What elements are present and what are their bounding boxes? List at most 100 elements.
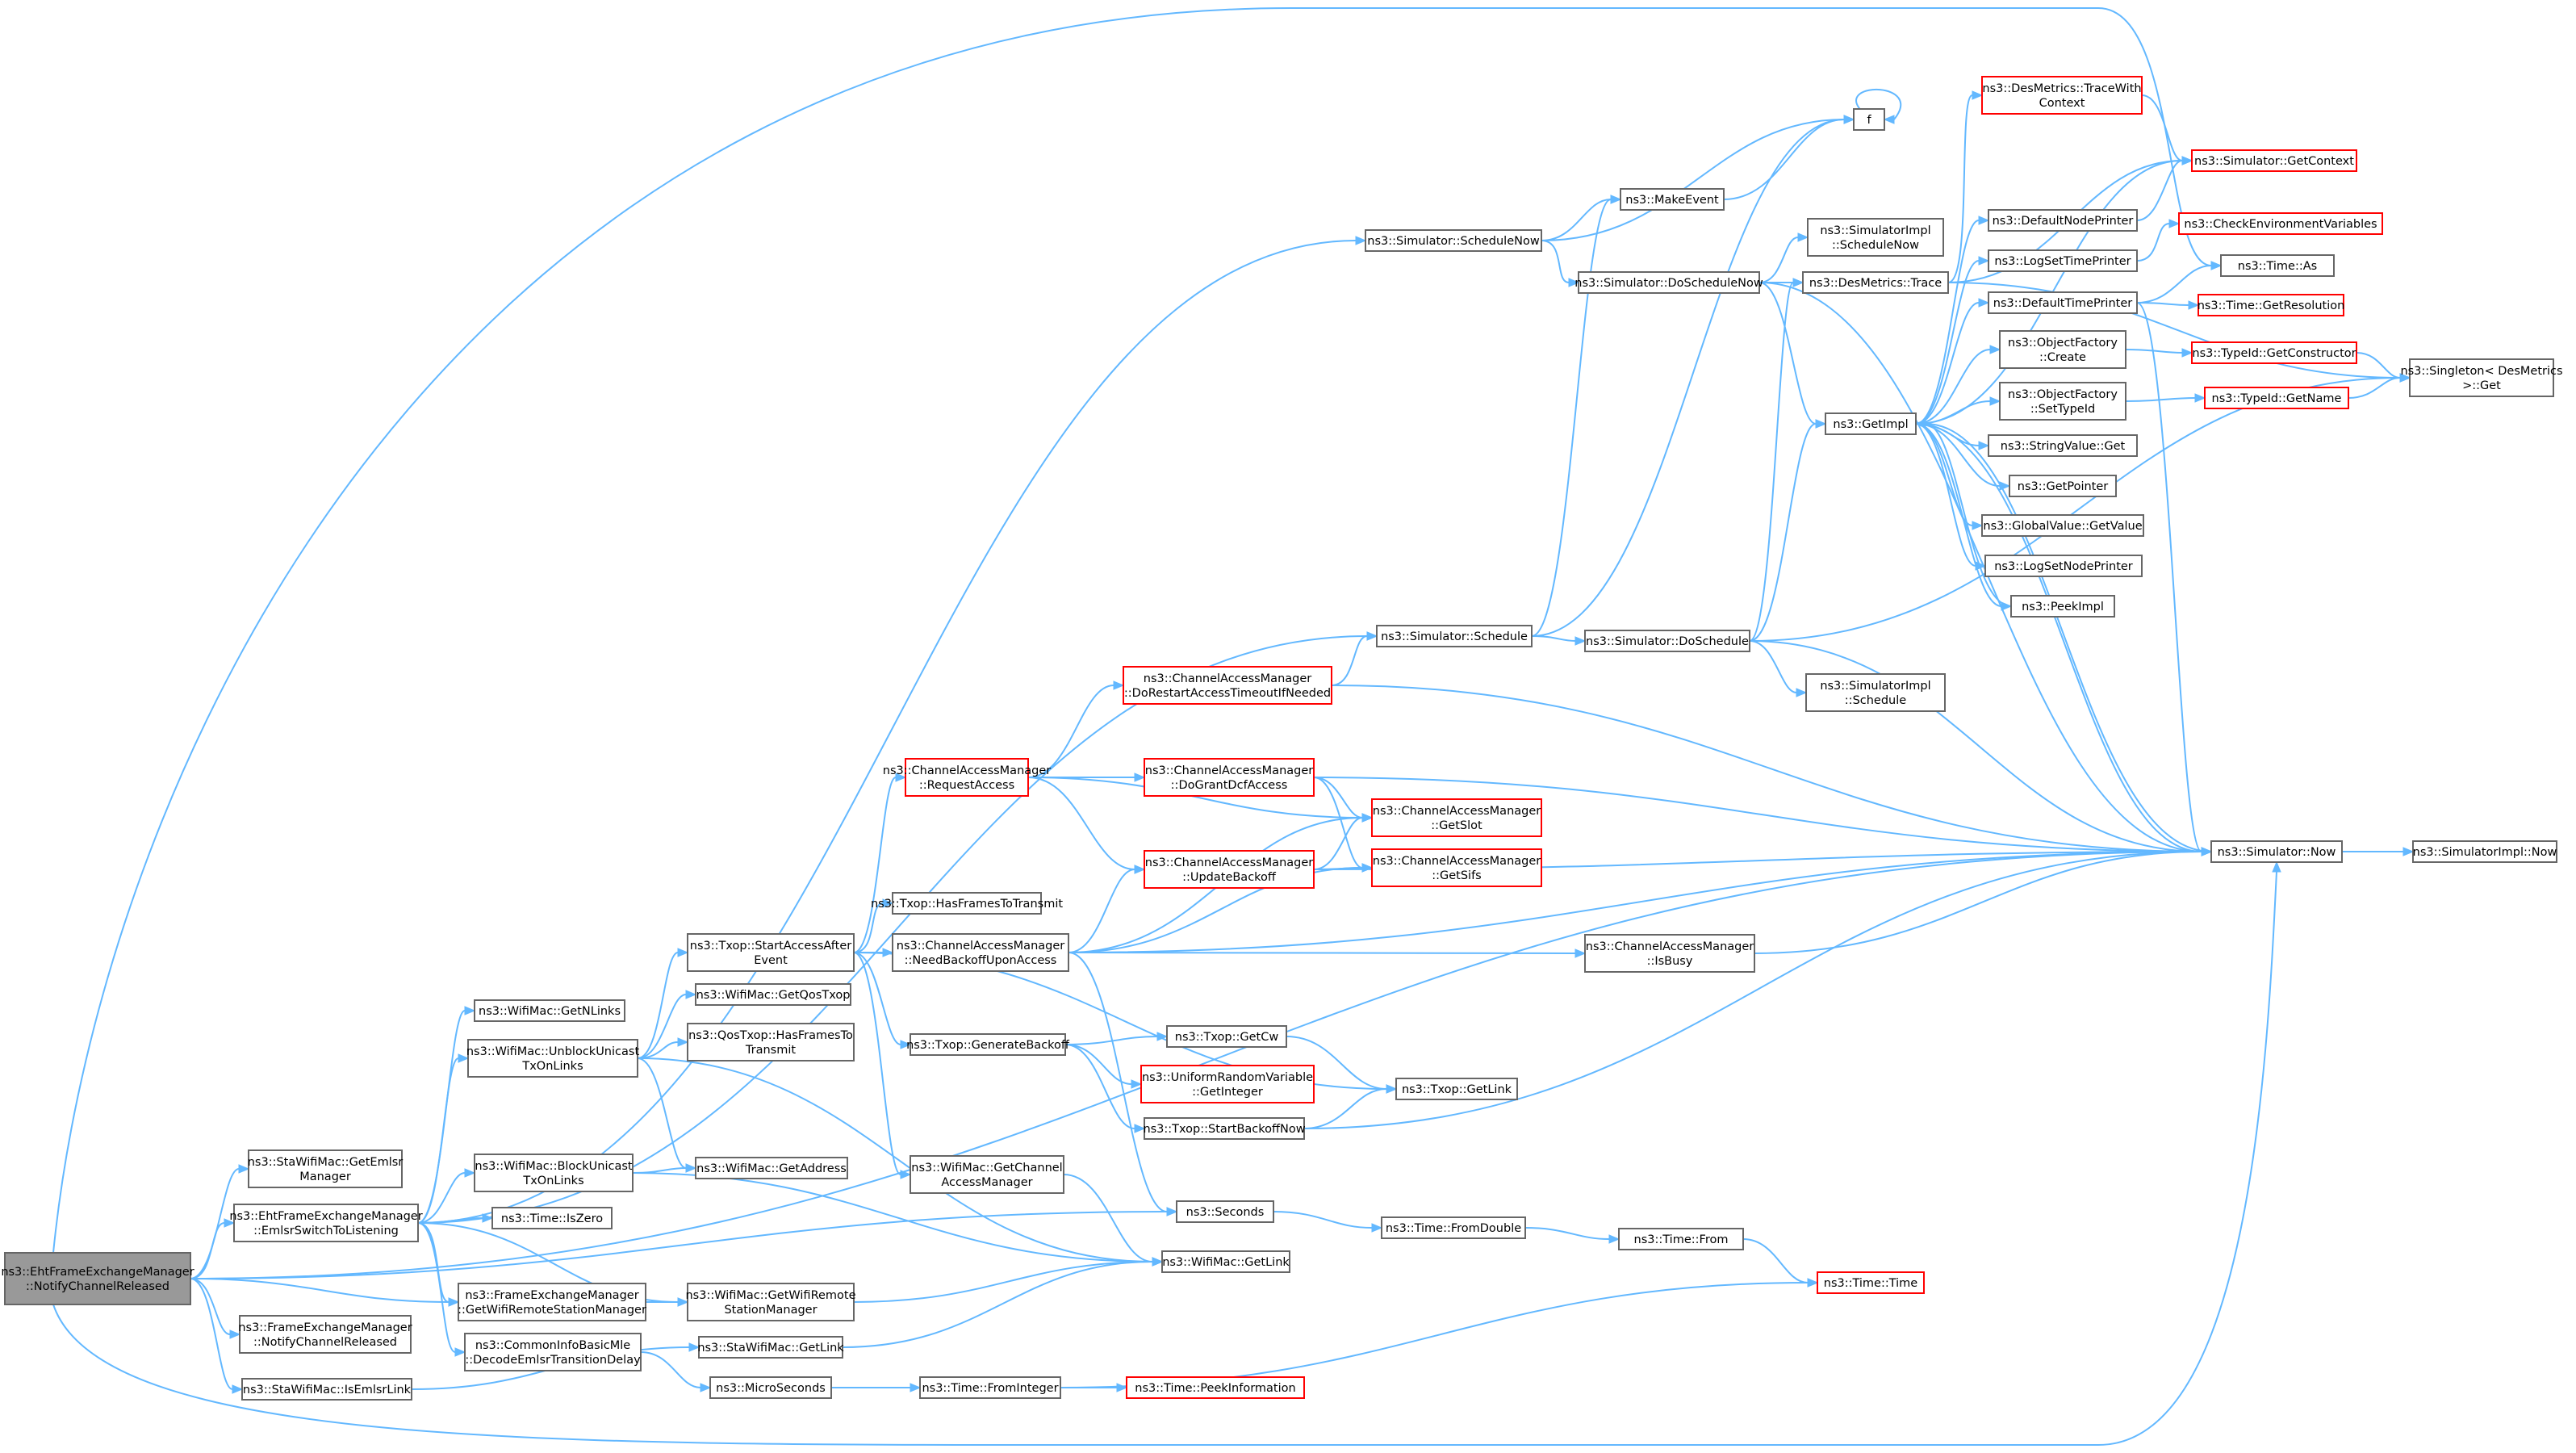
node-getNLinks[interactable]: ns3::WifiMac::GetNLinks: [474, 999, 625, 1022]
node-macGetRsm[interactable]: ns3::WifiMac::GetWifiRemoteStationManage…: [685, 1283, 856, 1321]
edge-line: [2136, 265, 2212, 304]
node-getCw[interactable]: ns3::Txop::GetCw: [1166, 1025, 1287, 1048]
node-checkEnv[interactable]: ns3::CheckEnvironmentVariables: [2178, 212, 2383, 235]
edge-scheduleNow-to-doScheduleNow: [1541, 240, 1580, 287]
node-typeGetName[interactable]: ns3::TypeId::GetName: [2204, 387, 2349, 409]
node-schedule[interactable]: ns3::Simulator::Schedule: [1376, 625, 1533, 647]
node-txopHasFrames[interactable]: ns3::Txop::HasFramesToTransmit: [871, 892, 1063, 915]
node-doRestart[interactable]: ns3::ChannelAccessManager::DoRestartAcce…: [1123, 666, 1332, 705]
node-getImpl[interactable]: ns3::GetImpl: [1825, 412, 1917, 435]
node-ofCreate[interactable]: ns3::ObjectFactory::Create: [1999, 330, 2126, 369]
edge-arrowhead: [1131, 1079, 1143, 1089]
node-fromInteger[interactable]: ns3::Time::FromInteger: [919, 1376, 1061, 1399]
node-label-line: ::SetTypeId: [2030, 403, 2095, 416]
node-scheduleNow[interactable]: ns3::Simulator::ScheduleNow: [1365, 229, 1542, 252]
node-femGetRsm[interactable]: ns3::FrameExchangeManager::GetWifiRemote…: [458, 1283, 646, 1321]
node-isBusy[interactable]: ns3::ChannelAccessManager::IsBusy: [1584, 934, 1755, 973]
edge-startAccess-to-requestAccess: [853, 773, 907, 953]
node-simNow[interactable]: ns3::Simulator::Now: [2210, 840, 2343, 863]
edge-line: [1064, 1044, 1132, 1085]
node-decodeDelay[interactable]: ns3::CommonInfoBasicMle::DecodeEmlsrTran…: [464, 1333, 642, 1371]
node-qosHasFrames[interactable]: ns3::QosTxop::HasFramesToTransmit: [687, 1023, 855, 1061]
edge-line: [1754, 851, 2202, 954]
node-timeAs[interactable]: ns3::Time::As: [2220, 254, 2335, 277]
node-peekInfo[interactable]: ns3::Time::PeekInformation: [1126, 1376, 1305, 1399]
node-isZero[interactable]: ns3::Time::IsZero: [491, 1207, 613, 1229]
node-getResolution[interactable]: ns3::Time::GetResolution: [2198, 294, 2345, 316]
node-timeTime[interactable]: ns3::Time::Time: [1817, 1271, 1925, 1294]
edge-line: [2125, 397, 2196, 402]
node-getSlot[interactable]: ns3::ChannelAccessManager::GetSlot: [1371, 798, 1542, 837]
edge-line: [1068, 851, 2202, 953]
node-label-line: ns3::ObjectFactory: [2008, 388, 2118, 401]
edge-arrowhead: [1116, 1383, 1128, 1392]
edge-arrowhead: [677, 1037, 689, 1047]
node-txopGetLink[interactable]: ns3::Txop::GetLink: [1395, 1078, 1518, 1100]
node-startBackoffNow[interactable]: ns3::Txop::StartBackoffNow: [1143, 1117, 1306, 1140]
edge-line: [1915, 302, 1980, 425]
node-doSchedule[interactable]: ns3::Simulator::DoSchedule: [1584, 630, 1750, 652]
node-uniformGetInt[interactable]: ns3::UniformRandomVariable::GetInteger: [1140, 1065, 1315, 1103]
edge-line: [1027, 685, 1114, 778]
node-requestAccess[interactable]: ns3::ChannelAccessManager::RequestAccess: [883, 758, 1052, 797]
edge-line: [1915, 423, 2002, 607]
node-getSifs[interactable]: ns3::ChannelAccessManager::GetSifs: [1371, 848, 1542, 887]
node-implSchedule[interactable]: ns3::SimulatorImpl::Schedule: [1805, 673, 1946, 712]
node-box: [1984, 555, 2143, 577]
edge-arrowhead: [685, 1163, 697, 1173]
node-macGetLink[interactable]: ns3::WifiMac::GetLink: [1161, 1250, 1290, 1273]
edge-arrowhead: [2181, 156, 2193, 165]
node-getPointer[interactable]: ns3::GetPointer: [2009, 475, 2117, 497]
node-peekImpl[interactable]: ns3::PeekImpl: [2010, 595, 2115, 618]
node-doGrant[interactable]: ns3::ChannelAccessManager::DoGrantDcfAcc…: [1144, 758, 1315, 797]
node-defNodePrinter[interactable]: ns3::DefaultNodePrinter: [1988, 209, 2138, 232]
node-f[interactable]: f: [1853, 108, 1885, 131]
node-defTimePrinter[interactable]: ns3::DefaultTimePrinter: [1988, 291, 2138, 314]
node-getConstructor[interactable]: ns3::TypeId::GetConstructor: [2191, 341, 2357, 364]
node-logSetNode[interactable]: ns3::LogSetNodePrinter: [1984, 555, 2143, 577]
node-implScheduleNow[interactable]: ns3::SimulatorImpl::ScheduleNow: [1807, 218, 1944, 257]
node-fromDouble[interactable]: ns3::Time::FromDouble: [1381, 1216, 1526, 1239]
node-label-line: Context: [2039, 97, 2085, 110]
node-microSeconds[interactable]: ns3::MicroSeconds: [709, 1376, 832, 1399]
node-label-line: ::UpdateBackoff: [1182, 871, 1277, 884]
node-globalGetValue[interactable]: ns3::GlobalValue::GetValue: [1981, 514, 2144, 537]
node-staGetLink[interactable]: ns3::StaWifiMac::GetLink: [697, 1336, 844, 1359]
node-implNow[interactable]: ns3::SimulatorImpl::Now: [2412, 840, 2557, 863]
node-box: [474, 999, 625, 1022]
edge-arrowhead: [2188, 300, 2200, 310]
node-singletonGet[interactable]: ns3::Singleton< DesMetrics>::Get: [2400, 358, 2563, 397]
edge-arrowhead: [2168, 219, 2181, 228]
node-seconds[interactable]: ns3::Seconds: [1176, 1200, 1274, 1223]
node-label-line: ns3::GetImpl: [1833, 418, 1908, 431]
edge-traceWithCtx-to-getContext: [2141, 94, 2193, 165]
node-desTrace[interactable]: ns3::DesMetrics::Trace: [1802, 271, 1949, 294]
node-timeFrom[interactable]: ns3::Time::From: [1618, 1228, 1744, 1250]
node-box: [1853, 108, 1885, 131]
node-ofSetTypeId[interactable]: ns3::ObjectFactory::SetTypeId: [1999, 382, 2126, 421]
node-logSetTime[interactable]: ns3::LogSetTimePrinter: [1988, 249, 2138, 272]
edge-defTimePrinter-to-simNow: [2136, 302, 2213, 856]
node-updateBackoff[interactable]: ns3::ChannelAccessManager::UpdateBackoff: [1144, 850, 1315, 889]
node-emlsrSwitch[interactable]: ns3::EhtFrameExchangeManager::EmlsrSwitc…: [229, 1204, 423, 1242]
node-strGet[interactable]: ns3::StringValue::Get: [1988, 434, 2138, 457]
node-genBackoff[interactable]: ns3::Txop::GenerateBackoff: [906, 1033, 1070, 1056]
node-root[interactable]: ns3::EhtFrameExchangeManager::NotifyChan…: [1, 1252, 194, 1305]
node-getContext[interactable]: ns3::Simulator::GetContext: [2191, 149, 2357, 172]
node-isEmlsrLink[interactable]: ns3::StaWifiMac::IsEmlsrLink: [241, 1378, 412, 1401]
node-makeEvent[interactable]: ns3::MakeEvent: [1620, 188, 1725, 211]
node-label-line: ns3::SimulatorImpl: [1820, 224, 1930, 237]
node-getQosTxop[interactable]: ns3::WifiMac::GetQosTxop: [695, 983, 851, 1006]
node-femNotify[interactable]: ns3::FrameExchangeManager::NotifyChannel…: [238, 1315, 412, 1354]
edge-line: [190, 1278, 450, 1303]
node-needBackoff[interactable]: ns3::ChannelAccessManager::NeedBackoffUp…: [892, 933, 1069, 972]
edge-line: [1313, 777, 2202, 852]
node-getAddress[interactable]: ns3::WifiMac::GetAddress: [695, 1157, 848, 1179]
node-doScheduleNow[interactable]: ns3::Simulator::DoScheduleNow: [1574, 271, 1763, 294]
